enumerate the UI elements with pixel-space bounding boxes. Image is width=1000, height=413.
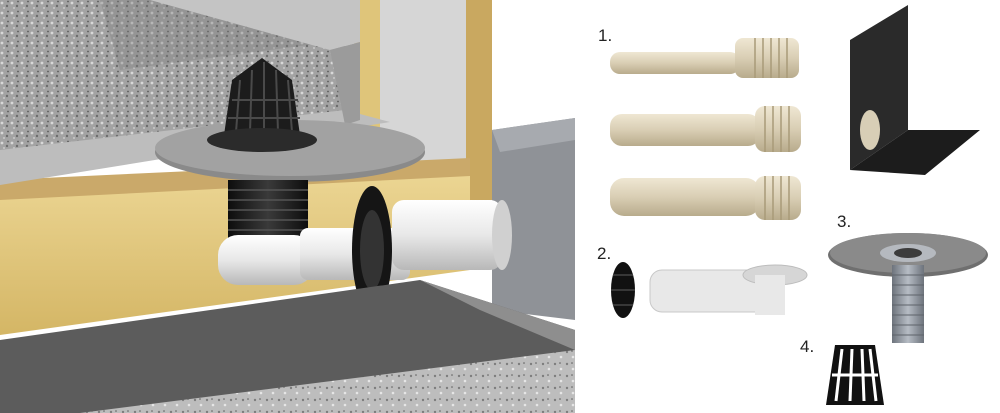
components-panel: 1. <box>575 0 1000 413</box>
corner-membrane-sheet-icon <box>850 5 980 175</box>
drain-body-with-flange-icon <box>828 233 988 343</box>
label-part-4: 4. <box>800 337 815 356</box>
label-part-2: 2. <box>597 244 612 263</box>
leaf-guard-basket-icon <box>826 345 884 405</box>
extension-pipe-icon <box>610 38 801 220</box>
label-part-1: 1. <box>598 26 613 45</box>
elbow-outlet-with-seal-icon <box>611 262 808 318</box>
label-part-3: 3. <box>837 212 852 231</box>
roof-drain-section-illustration <box>0 0 575 413</box>
